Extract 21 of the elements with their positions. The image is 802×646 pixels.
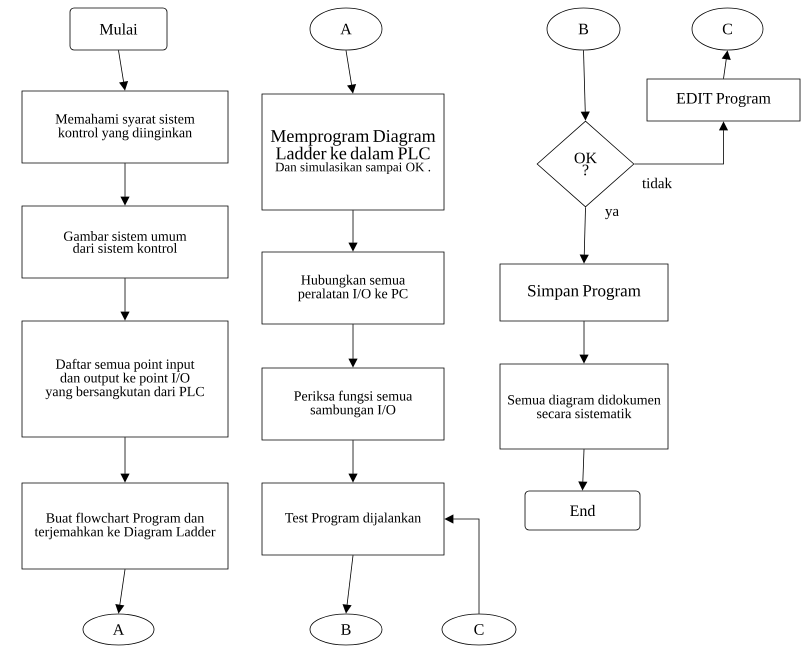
process-box: Test Program dijalankan [262, 482, 444, 556]
connector-oval: C [692, 8, 764, 50]
process-box: Daftar semua point input dan output ke point I/O yang bersangkutan dari PLC [22, 320, 228, 438]
process-box: EDIT Program [646, 78, 800, 122]
process-box: Gambar sistem umum dari sistem kontrol [22, 206, 228, 278]
edge-label: tidak [641, 176, 673, 190]
process-box: Buat flowchart Program dan terjemahkan ke Diagram Ladder [22, 482, 228, 570]
connector-oval: B [310, 614, 382, 646]
edge-label: ya [604, 208, 620, 220]
process-box: Semua diagram didokumen secara sistematik [500, 364, 668, 450]
process-box: Periksa fungsi semua sambungan I/O [262, 368, 444, 440]
process-box: Memprogram Diagram Ladder ke dalam PLC Dan simulasikan sampai OK . [262, 94, 444, 210]
connector-oval: B [546, 8, 620, 50]
process-box: Simpan Program [500, 264, 668, 322]
terminal-box: End [524, 490, 640, 530]
connector-oval: A [82, 614, 154, 646]
terminal-box: Mulai [70, 8, 168, 50]
connector-oval: C [442, 614, 516, 646]
process-box: Hubungkan semua peralatan I/O ke PC [262, 252, 444, 324]
process-box: Memahami syarat sistem kontrol yang diinginkan [22, 90, 228, 164]
connector-oval: A [310, 8, 382, 50]
